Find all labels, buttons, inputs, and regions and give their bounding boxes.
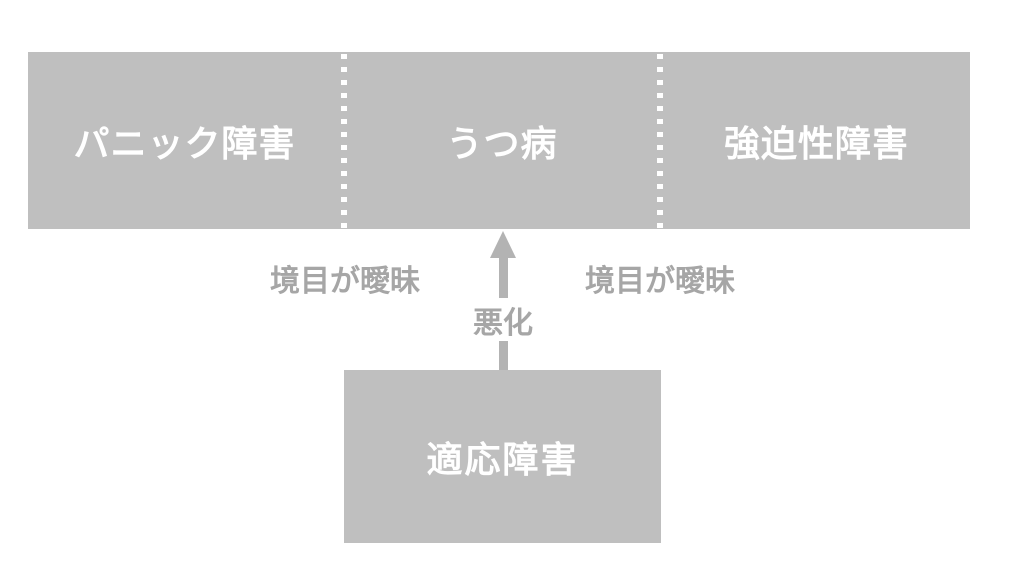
section-ocd-label: 強迫性障害 (723, 122, 909, 164)
dotted-divider-right (657, 54, 663, 229)
adjustment-disorder-box: 適応障害 (344, 370, 661, 543)
section-depression: うつ病 (347, 52, 657, 229)
adjustment-disorder-label: 適応障害 (426, 438, 579, 480)
section-ocd: 強迫性障害 (663, 52, 970, 229)
section-panic-disorder-label: パニック障害 (73, 122, 296, 164)
arrow-up-icon (490, 231, 516, 258)
boundary-ambiguous-label-right: 境目が曖昧 (585, 265, 735, 298)
arrow-shaft-lower (499, 341, 508, 370)
disorder-spectrum-bar: パニック障害 うつ病 強迫性障害 (28, 52, 970, 229)
boundary-ambiguous-label-left: 境目が曖昧 (270, 265, 420, 298)
dotted-divider-left (341, 54, 347, 229)
section-depression-label: うつ病 (446, 122, 558, 164)
worsening-label: 悪化 (473, 307, 533, 340)
section-panic-disorder: パニック障害 (28, 52, 341, 229)
arrow-shaft-upper (499, 257, 508, 298)
